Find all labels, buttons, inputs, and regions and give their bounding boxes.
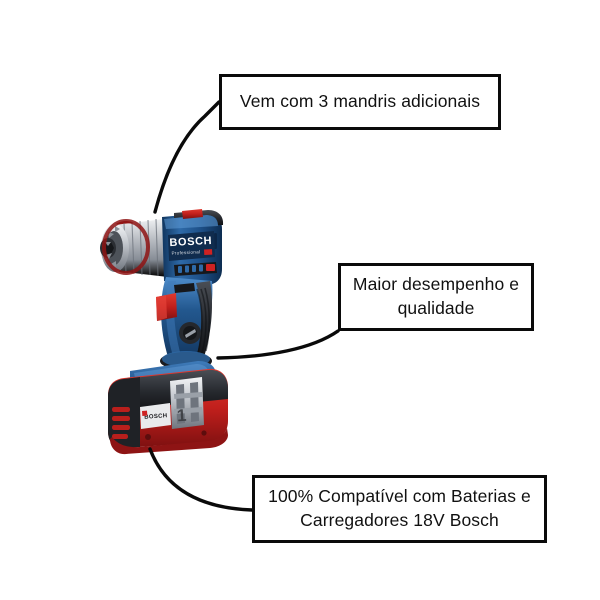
callout-1-text: Vem com 3 mandris adicionais	[239, 91, 481, 112]
brand-red-tag	[204, 249, 213, 255]
battery-pack: BOSCH 1	[108, 361, 228, 455]
callout-2-text: Maior desempenho e qualidade	[352, 274, 520, 318]
drill-chuck-assembly	[100, 218, 168, 277]
led-indicator-strip	[174, 262, 217, 276]
battery-label: BOSCH	[140, 403, 171, 429]
callout-box-performance: Maior desempenho e qualidade	[338, 263, 534, 331]
brand-wordmark: BOSCH	[169, 235, 212, 249]
drill-handle	[156, 277, 213, 370]
battery-brand-text: BOSCH	[144, 413, 168, 421]
product-image: BOSCH Professional	[100, 209, 228, 455]
callout-3-text: 100% Compatível com Baterias e Carregado…	[268, 486, 531, 530]
battery-cell-marking: 1	[176, 406, 187, 426]
bosch-nameplate: BOSCH Professional	[168, 231, 215, 261]
callout-box-features: Vem com 3 mandris adicionais	[219, 74, 501, 130]
callout-box-compatibility: 100% Compatível com Baterias e Carregado…	[252, 475, 547, 543]
sub-brand-text: Professional	[171, 249, 200, 256]
battery-rail	[170, 377, 204, 429]
